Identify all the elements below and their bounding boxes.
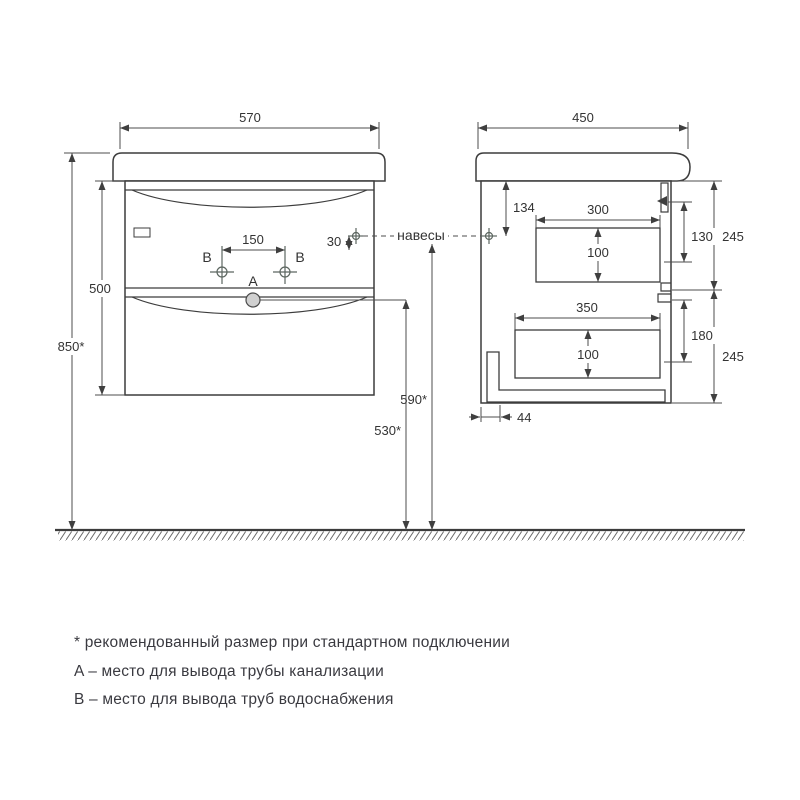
dim-drain-height: 590* xyxy=(400,392,427,407)
label-bg xyxy=(394,227,448,244)
wall-bracket xyxy=(660,182,669,213)
dim-upper-drawer-height: 100 xyxy=(587,245,609,260)
dim-pipe-offset: 44 xyxy=(517,410,531,425)
dim-supply-height: 530* xyxy=(374,423,401,438)
dim-hanger-offset: 30 xyxy=(327,234,341,249)
drain-outlet xyxy=(245,292,261,308)
floor-hatching xyxy=(58,531,744,541)
supply-outlet-right xyxy=(279,266,291,278)
dimension-labels: 570 500 850* 150 30 B B A навесы 590* 53… xyxy=(49,110,750,438)
label-bg xyxy=(687,228,717,245)
label-bg xyxy=(687,327,717,344)
hanger-point-front xyxy=(351,231,361,241)
side-view xyxy=(475,152,691,404)
dim-lower-drawer-height: 100 xyxy=(577,347,599,362)
label-a: A xyxy=(248,273,258,289)
drawer-handle-curve-top xyxy=(131,189,368,208)
dim-front-width: 570 xyxy=(239,110,261,125)
legend: * рекомендованный размер при стандартном… xyxy=(74,634,510,720)
label-bg xyxy=(717,228,750,245)
dim-upper-drawer-depth: 300 xyxy=(587,202,609,217)
hanger-point-side xyxy=(484,231,494,241)
drain-pipe xyxy=(486,351,666,403)
dim-front-height: 500 xyxy=(89,281,111,296)
dim-upper-section: 245 xyxy=(722,229,744,244)
dim-mount-height: 850* xyxy=(58,339,85,354)
countertop-front xyxy=(112,152,386,182)
label-b-right: B xyxy=(295,249,304,265)
bracket-arrow-icon xyxy=(657,196,667,206)
dim-hanger-drop: 134 xyxy=(513,200,535,215)
outlet-marks xyxy=(210,228,497,308)
dim-holes-spacing: 150 xyxy=(242,232,264,247)
label-bg xyxy=(83,280,117,297)
dim-lower-front-height: 180 xyxy=(691,328,713,343)
drawer-handle-curve-bottom xyxy=(131,296,368,315)
supply-outlet-left xyxy=(216,266,228,278)
dim-lower-drawer-depth: 350 xyxy=(576,300,598,315)
legend-a-note: A – место для вывода трубы канализации xyxy=(74,662,385,680)
floor xyxy=(55,528,745,541)
label-bg xyxy=(582,244,614,261)
label-bg xyxy=(572,346,604,363)
drawer-runner-hooks xyxy=(657,282,671,303)
dim-lower-section: 245 xyxy=(722,349,744,364)
label-b-left: B xyxy=(202,249,211,265)
cabinet-side xyxy=(480,180,672,404)
label-sticker xyxy=(133,227,151,238)
dim-upper-gap: 130 xyxy=(691,229,713,244)
label-bg xyxy=(49,338,93,355)
dim-side-depth: 450 xyxy=(572,110,594,125)
legend-note: * рекомендованный размер при стандартном… xyxy=(74,634,510,651)
label-bg xyxy=(717,348,750,365)
legend-b-note: B – место для вывода труб водоснабжения xyxy=(74,691,394,708)
front-view xyxy=(112,152,386,396)
countertop-side xyxy=(475,152,691,182)
label-hangers: навесы xyxy=(397,227,445,243)
